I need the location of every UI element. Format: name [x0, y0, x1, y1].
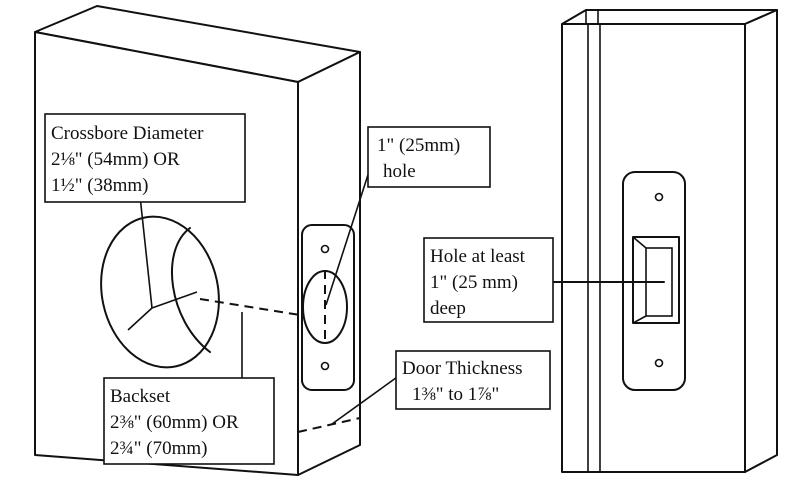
thickness-range: 1⅜" to 1⅞" [412, 384, 499, 405]
label-crossbore: Crossbore Diameter 2⅛" (54mm) OR 1½" (38… [44, 113, 246, 203]
depth-line-1: Hole at least [430, 246, 526, 267]
crossbore-inner-arc [171, 227, 211, 353]
crossbore-title: Crossbore Diameter [51, 123, 204, 144]
faceplate-screw-top-icon [320, 244, 330, 254]
backset-option-2: 2¾" (70mm) [110, 438, 207, 459]
hole-size: 1" (25mm) [377, 135, 460, 156]
hole-text: hole [383, 161, 416, 182]
thickness-line [297, 417, 361, 433]
label-thickness: Door Thickness 1⅜" to 1⅞" [395, 350, 551, 410]
faceplate-screw-bottom-icon [320, 361, 330, 371]
frame-top-face [561, 9, 778, 25]
label-hole: 1" (25mm) hole [367, 126, 491, 188]
crossbore-circle [100, 215, 220, 369]
door-frame-right [561, 9, 778, 473]
label-depth: Hole at least 1" (25 mm) deep [423, 237, 554, 323]
crossbore-option-1: 2⅛" (54mm) OR [51, 149, 180, 170]
label-backset: Backset 2⅜" (60mm) OR 2¾" (70mm) [103, 377, 275, 465]
depth-line-2: 1" (25 mm) [430, 272, 518, 293]
strike-screw-bottom-icon [654, 358, 664, 368]
backset-title: Backset [110, 386, 171, 407]
backset-line [199, 298, 301, 316]
backset-option-1: 2⅜" (60mm) OR [110, 412, 239, 433]
frame-side-face [744, 9, 778, 473]
crossbore-option-2: 1½" (38mm) [51, 175, 148, 196]
strike-screw-top-icon [654, 192, 664, 202]
depth-line-3: deep [430, 298, 466, 319]
thickness-leader-line [331, 374, 401, 425]
thickness-title: Door Thickness [402, 358, 523, 379]
